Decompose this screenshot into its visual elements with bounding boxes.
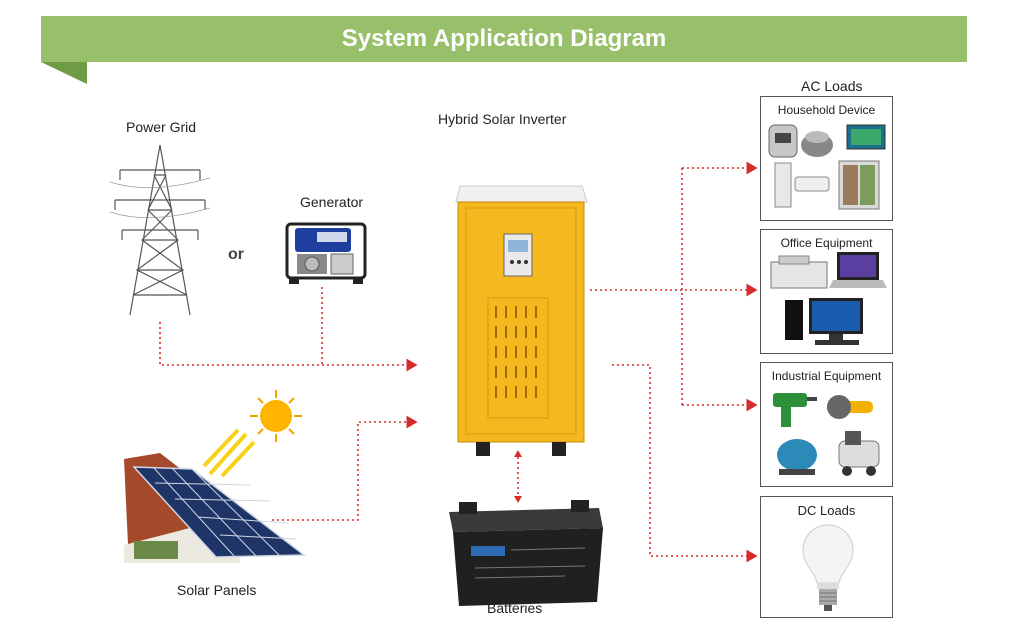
solar-panel-icon	[124, 453, 306, 563]
industrial-equipment-title: Industrial Equipment	[771, 369, 882, 383]
diagram-title: System Application Diagram	[341, 25, 667, 52]
generator-label: Generator	[300, 194, 364, 210]
solar-to-inverter-line	[272, 415, 418, 521]
office-equipment-title: Office Equipment	[780, 236, 873, 250]
office-equipment-icon	[770, 252, 887, 345]
battery-icon	[449, 500, 603, 606]
batteries-label: Batteries	[487, 600, 543, 616]
power-grid-label: Power Grid	[126, 119, 197, 135]
solar-panels-label: Solar Panels	[177, 582, 257, 598]
generator-icon	[285, 222, 367, 284]
office-equipment-box: Office Equipment	[760, 229, 893, 354]
title-banner: System Application Diagram	[41, 16, 967, 62]
dc-loads-box: DC Loads	[760, 496, 893, 618]
dc-loads-title: DC Loads	[797, 503, 856, 518]
household-device-title: Household Device	[777, 103, 876, 117]
power-tower-icon	[110, 144, 210, 316]
grid-to-inverter-line	[159, 322, 418, 372]
hybrid-inverter-icon	[455, 185, 588, 456]
industrial-tools-icon	[773, 393, 880, 476]
light-bulb-icon	[802, 524, 854, 611]
industrial-equipment-box: Industrial Equipment	[760, 362, 893, 487]
household-appliances-icon	[768, 124, 886, 210]
or-label: or	[228, 246, 244, 263]
banner-fold	[41, 62, 87, 84]
inverter-to-dc-loads-line	[612, 364, 758, 563]
sun-icon	[202, 390, 302, 478]
inverter-label: Hybrid Solar Inverter	[438, 111, 567, 127]
household-device-box: Household Device	[760, 96, 893, 221]
ac-loads-label: AC Loads	[801, 78, 863, 94]
